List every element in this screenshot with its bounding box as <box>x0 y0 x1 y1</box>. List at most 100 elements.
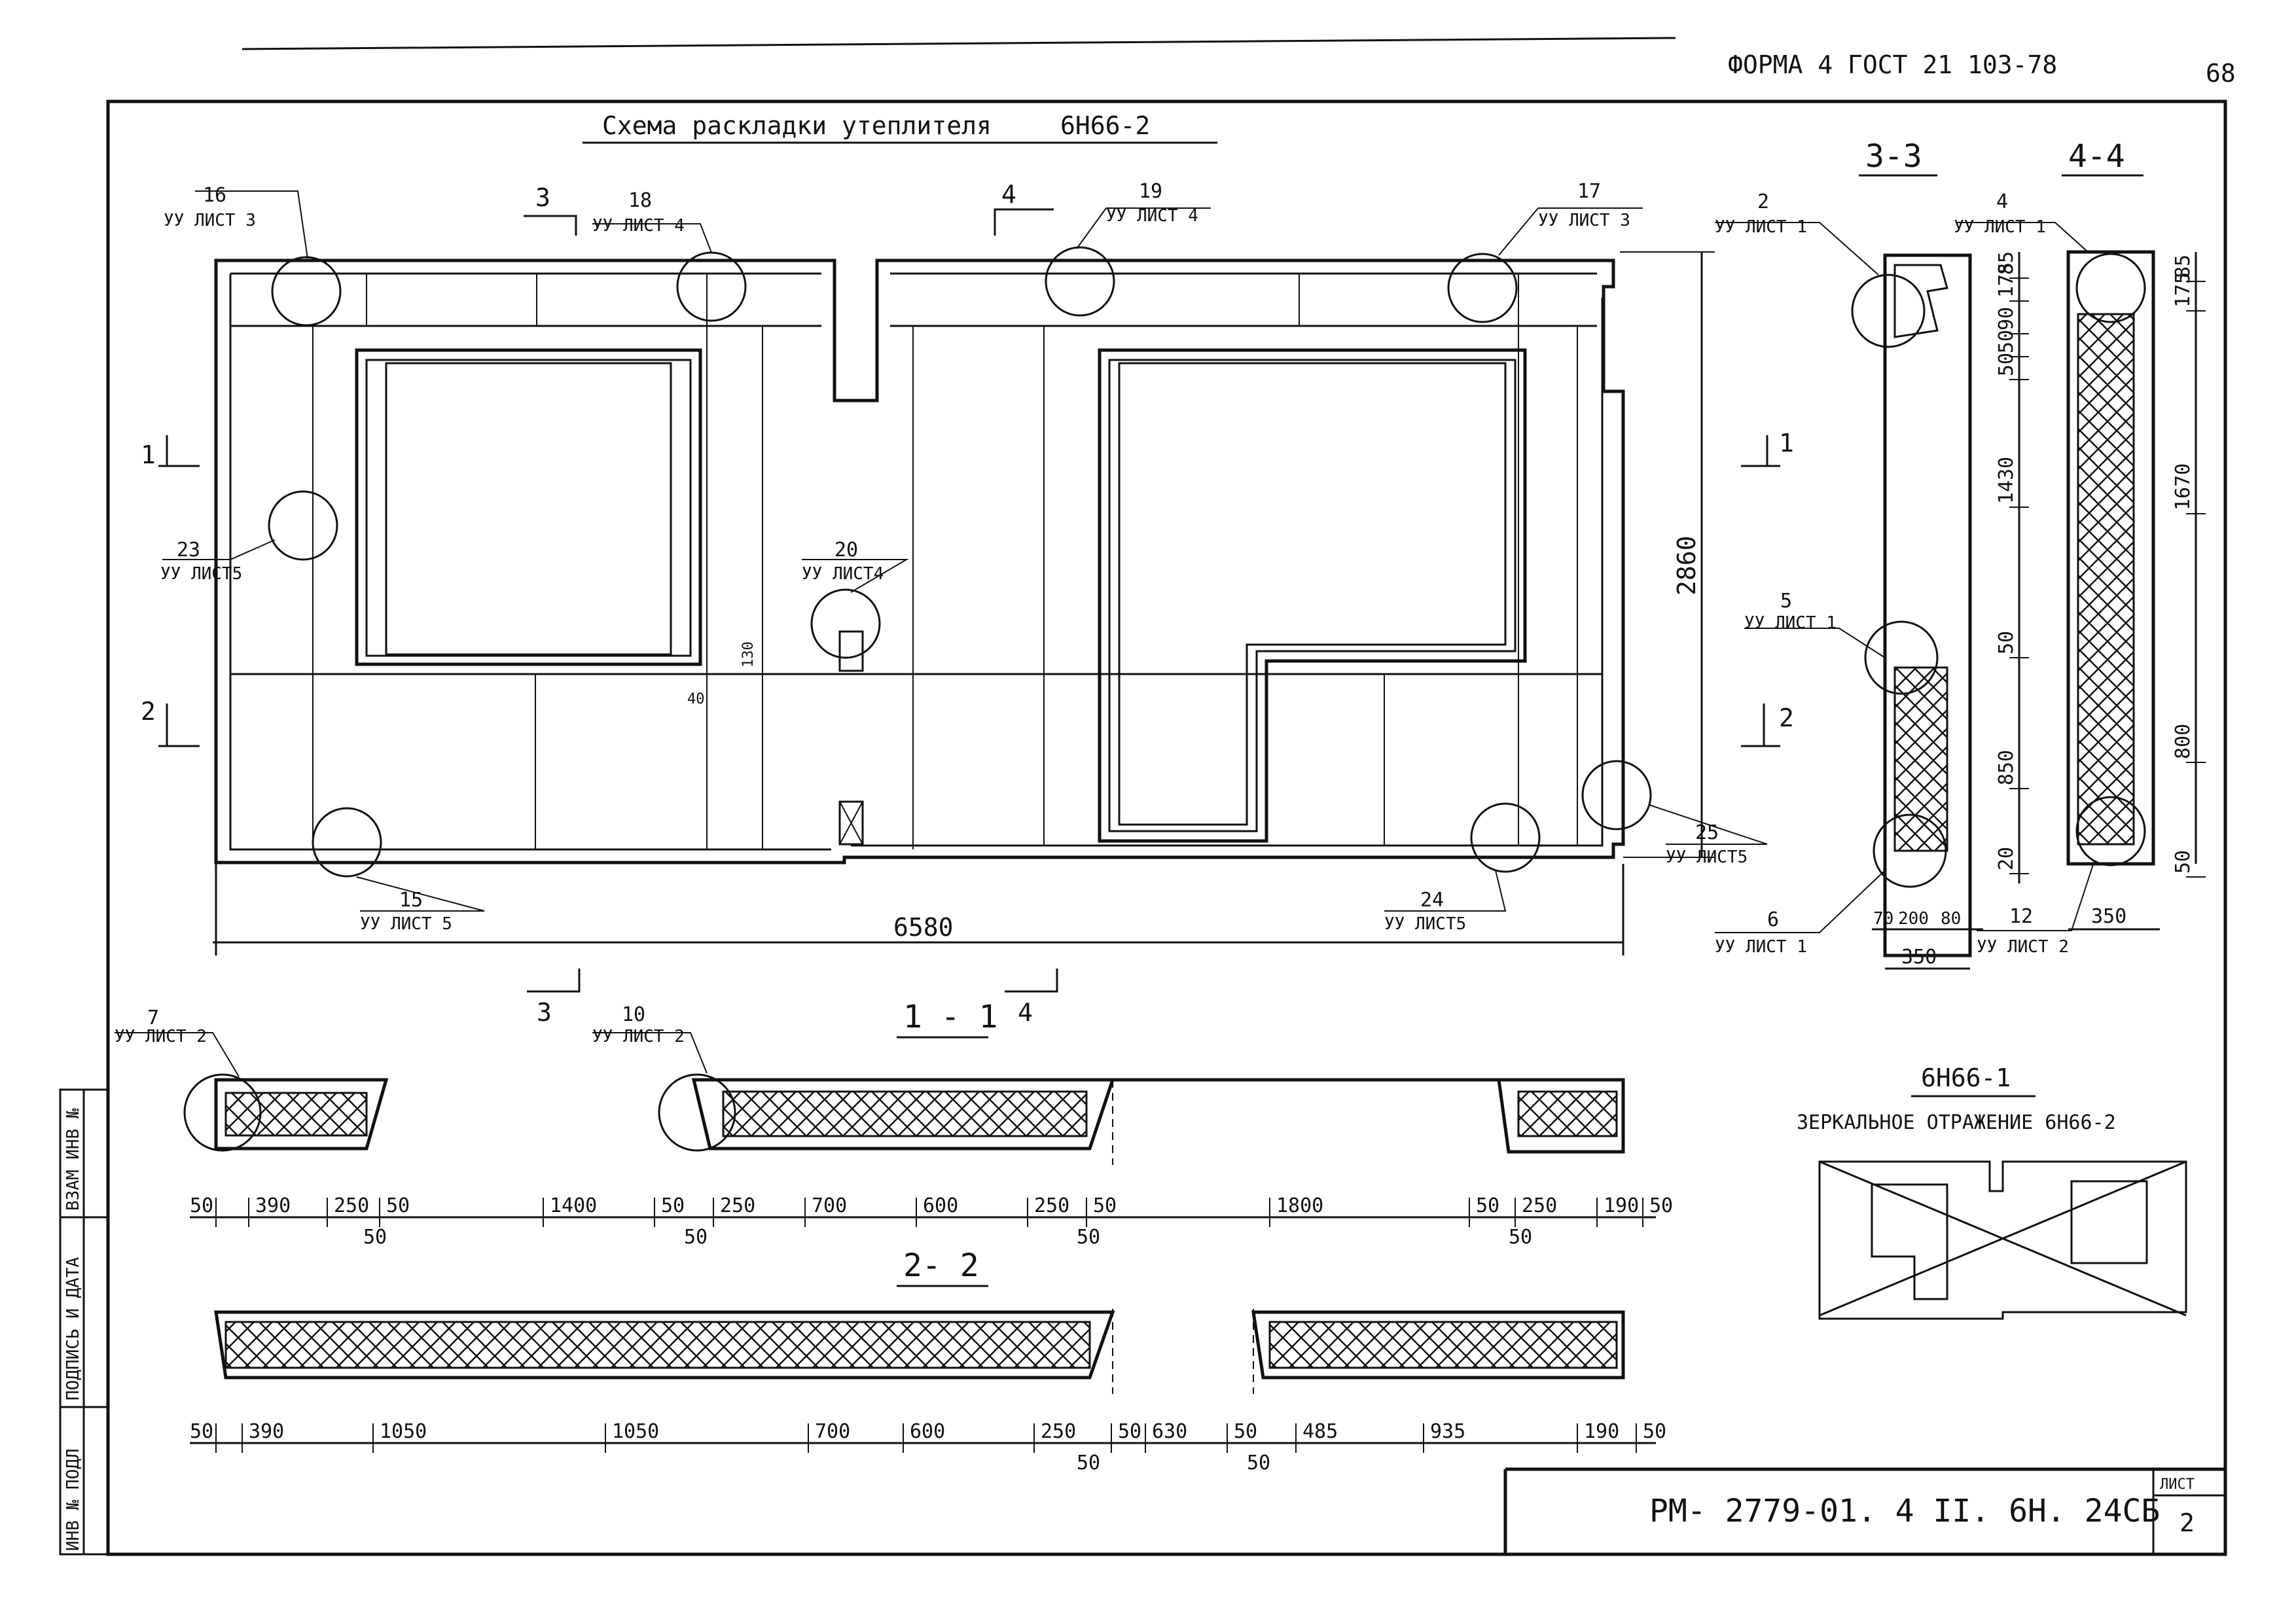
callout-12-ref: УУ ЛИСТ 2 <box>1977 937 2069 957</box>
dim-2-2-value: 485 <box>1302 1420 1338 1443</box>
callout-5-ref: УУ ЛИСТ 1 <box>1744 613 1837 633</box>
dim-2-2-value: 700 <box>815 1420 850 1443</box>
dim-1-1-value: 50 <box>1476 1194 1499 1217</box>
section-4-4-width: 350 <box>2091 905 2126 928</box>
mark-1-left: 1 <box>141 440 156 469</box>
drawing-code: РМ- 2779-01. 4 II. 6Н. 24СБ <box>1649 1493 2160 1529</box>
mirror-panel: 6Н66-1 ЗЕРКАЛЬНОЕ ОТРАЖЕНИЕ 6Н66-2 <box>1797 1063 2187 1320</box>
callout-24-ref: УУ ЛИСТ5 <box>1384 914 1466 934</box>
plan-view: Схема раскладки утеплителя 6Н66-2 <box>141 111 1794 955</box>
dim-33-bottom-1: 70 <box>1873 909 1893 929</box>
plan-width-dim: 6580 <box>893 913 954 942</box>
dim-1-1-value: 250 <box>1522 1194 1557 1217</box>
dim-1-1-value: 250 <box>1034 1194 1069 1217</box>
dim-1-1-value: 250 <box>334 1194 369 1217</box>
section-3-3-width: 350 <box>1901 946 1937 969</box>
side-stamp: ИНВ № ПОДЛ ПОДПИСЬ И ДАТА ВЗАМ ИНВ № <box>59 1088 109 1556</box>
title-block: РМ- 2779-01. 4 II. 6Н. 24СБ ЛИСТ 2 <box>1503 1467 2225 1554</box>
header-rule <box>242 37 1676 50</box>
section-1-1-mark-3: 3 <box>537 998 552 1027</box>
dim-1-1-value: 1800 <box>1276 1194 1323 1217</box>
mark-1-right: 1 <box>1779 429 1794 457</box>
dim-2-2-value: 190 <box>1584 1420 1619 1443</box>
callout-16-number: 16 <box>203 184 226 207</box>
section-4-4: 4-4 4 УУ ЛИСТ 1 12 УУ ЛИСТ 2 85175167080… <box>1954 138 2206 957</box>
dim-2-2-value: 50 <box>1234 1420 1257 1443</box>
dim-1-1-below: 50 <box>1077 1226 1100 1249</box>
dim-3-3-vertical: 850 <box>1995 750 2018 785</box>
dim-2-2-value: 390 <box>249 1420 284 1443</box>
dim-1-1-value: 250 <box>720 1194 755 1217</box>
dim-3-3-vertical: 1430 <box>1995 457 2018 504</box>
dim-1-1-value: 390 <box>255 1194 291 1217</box>
dim-3-3-vertical: 50 <box>1995 330 2018 353</box>
dim-33-bottom-3: 80 <box>1941 909 1961 929</box>
dim-1-1-value: 50 <box>661 1194 685 1217</box>
dim-2-2-value: 50 <box>1643 1420 1666 1443</box>
dim-3-3-vertical: 50 <box>1995 631 2018 654</box>
side-inv-label: ИНВ № ПОДЛ <box>63 1448 83 1551</box>
section-3-3-title: 3-3 <box>1865 138 1922 175</box>
callout-4-number: 4 <box>1996 190 2008 213</box>
callout-6-number: 6 <box>1767 908 1779 931</box>
dim-1-1-below: 50 <box>1509 1226 1532 1249</box>
mark-2-right: 2 <box>1779 704 1794 732</box>
dim-4-4-vertical: 800 <box>2172 724 2195 759</box>
callout-15-ref: УУ ЛИСТ 5 <box>360 914 452 934</box>
callout-7-number: 7 <box>147 1007 159 1029</box>
callout-20-ref: УУ ЛИСТ4 <box>802 564 884 584</box>
dim-2-2-value: 50 <box>190 1420 213 1443</box>
callout-19-ref: УУ ЛИСТ 4 <box>1106 206 1198 226</box>
mark-3-top: 3 <box>535 183 550 212</box>
callout-10-ref: УУ ЛИСТ 2 <box>592 1027 685 1046</box>
dim-4-4-vertical: 85 <box>2172 255 2195 278</box>
section-1-1-mark-4: 4 <box>1018 998 1033 1027</box>
sheet-number: 2 <box>2179 1508 2195 1537</box>
panel-outline <box>214 259 1625 865</box>
plan-mark: 6Н66-2 <box>1060 111 1150 140</box>
callout-7-ref: УУ ЛИСТ 2 <box>115 1027 207 1046</box>
sheet-label: ЛИСТ <box>2160 1476 2195 1493</box>
callout-2-number: 2 <box>1757 190 1769 213</box>
plan-height-dim: 2860 <box>1672 535 1701 596</box>
dim-2-2-value: 935 <box>1430 1420 1465 1443</box>
callout-16-ref: УУ ЛИСТ 3 <box>164 211 256 230</box>
left-window <box>355 348 702 666</box>
callout-4-ref: УУ ЛИСТ 1 <box>1954 217 2046 237</box>
side-replace-label: ВЗАМ ИНВ № <box>63 1108 83 1211</box>
callout-6-ref: УУ ЛИСТ 1 <box>1715 937 1807 957</box>
dim-1-1-value: 50 <box>190 1194 213 1217</box>
dim-4-4-vertical: 1670 <box>2172 463 2195 510</box>
mirror-title: 6Н66-1 <box>1921 1063 2011 1092</box>
callout-5-number: 5 <box>1780 590 1792 613</box>
dim-1-1-value: 600 <box>923 1194 958 1217</box>
dim-2-2-value: 50 <box>1118 1420 1141 1443</box>
mark-2-left: 2 <box>141 697 156 726</box>
mirror-subtitle: ЗЕРКАЛЬНОЕ ОТРАЖЕНИЕ 6Н66-2 <box>1797 1111 2116 1134</box>
section-4-4-title: 4-4 <box>2068 138 2125 175</box>
dim-33-bottom-2: 200 <box>1898 909 1929 929</box>
dim-2-2-below: 50 <box>1247 1452 1270 1474</box>
dim-3-3-vertical: 20 <box>1995 847 2018 870</box>
dim-2-2-value: 600 <box>910 1420 945 1443</box>
form-label: ФОРМА 4 ГОСТ 21 103-78 <box>1728 50 2057 79</box>
callout-23-ref: УУ ЛИСТ5 <box>160 564 242 584</box>
dim-4-4-vertical: 175 <box>2172 272 2195 308</box>
callout-15-number: 15 <box>399 889 423 912</box>
dim-1-1-value: 190 <box>1604 1194 1639 1217</box>
dim-1-1-value: 700 <box>812 1194 847 1217</box>
dim-1-1-below: 50 <box>684 1226 708 1249</box>
dim-2-2-below: 50 <box>1077 1452 1100 1474</box>
dim-2-2-value: 250 <box>1041 1420 1076 1443</box>
dim-3-3-vertical: 175 <box>1995 262 2018 298</box>
callout-12-number: 12 <box>2009 905 2033 928</box>
sheet-frame <box>106 99 2227 1556</box>
callout-19-number: 19 <box>1139 180 1162 203</box>
section-2-2-title: 2- 2 <box>903 1247 979 1284</box>
mark-4-top: 4 <box>1001 180 1016 209</box>
right-window <box>1098 348 1527 843</box>
dim-1-1-value: 50 <box>1093 1194 1117 1217</box>
